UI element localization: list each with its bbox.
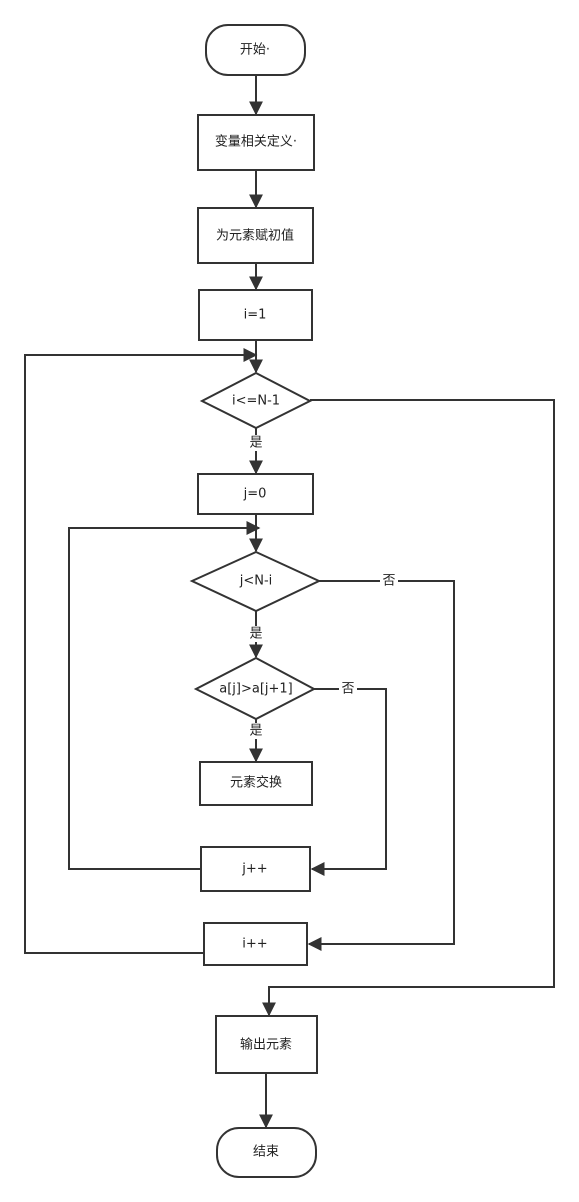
node-cond-j: j<N-i (189, 550, 322, 613)
node-end-label: 结束 (253, 1145, 279, 1160)
edge-ipp-loop-back (24, 348, 258, 954)
node-cond-i: i<=N-1 (199, 371, 313, 430)
node-init-j: j=0 (197, 473, 314, 515)
node-start: 开始· (205, 24, 306, 76)
node-define-vars-label: 变量相关定义· (215, 134, 297, 150)
node-cond-i-label: i<=N-1 (232, 394, 280, 409)
node-inc-j: j++ (200, 846, 311, 892)
node-swap-label: 元素交换 (230, 775, 282, 791)
node-end: 结束 (216, 1127, 317, 1178)
node-output-label: 输出元素 (240, 1037, 292, 1053)
edge-label-cond-j-no: 否 (382, 574, 395, 589)
edge-label-cond-i-yes: 是 (249, 436, 262, 451)
node-swap: 元素交换 (199, 761, 313, 806)
node-inc-i-label: i++ (242, 937, 267, 952)
edge-label-compare-no: 否 (341, 682, 354, 697)
edge-label-compare-yes: 是 (249, 724, 262, 739)
node-output: 输出元素 (215, 1015, 318, 1074)
edge-cond-i-no-to-output (262, 399, 555, 1017)
node-init-j-label: j=0 (243, 487, 267, 502)
node-inc-j-label: j++ (241, 862, 267, 877)
node-init-elements: 为元素赋初值 (197, 207, 314, 264)
node-cond-compare: a[j]>a[j+1] (193, 656, 317, 721)
node-define-vars: 变量相关定义· (197, 114, 315, 171)
node-cond-j-label: j<N-i (239, 574, 273, 589)
edge-label-cond-j-yes: 是 (249, 627, 262, 642)
node-inc-i: i++ (203, 922, 308, 966)
node-init-i: i=1 (198, 289, 313, 341)
edge-jpp-loop-back (68, 521, 261, 870)
edge-compare-no-to-jpp (310, 688, 387, 876)
node-start-label: 开始· (240, 43, 270, 58)
edge-labels: 是 是 否 是 否 (247, 435, 398, 739)
node-init-elements-label: 为元素赋初值 (216, 228, 294, 244)
node-init-i-label: i=1 (244, 308, 267, 323)
edge-cond-j-no-to-ipp (307, 580, 455, 951)
node-cond-compare-label: a[j]>a[j+1] (219, 682, 293, 697)
